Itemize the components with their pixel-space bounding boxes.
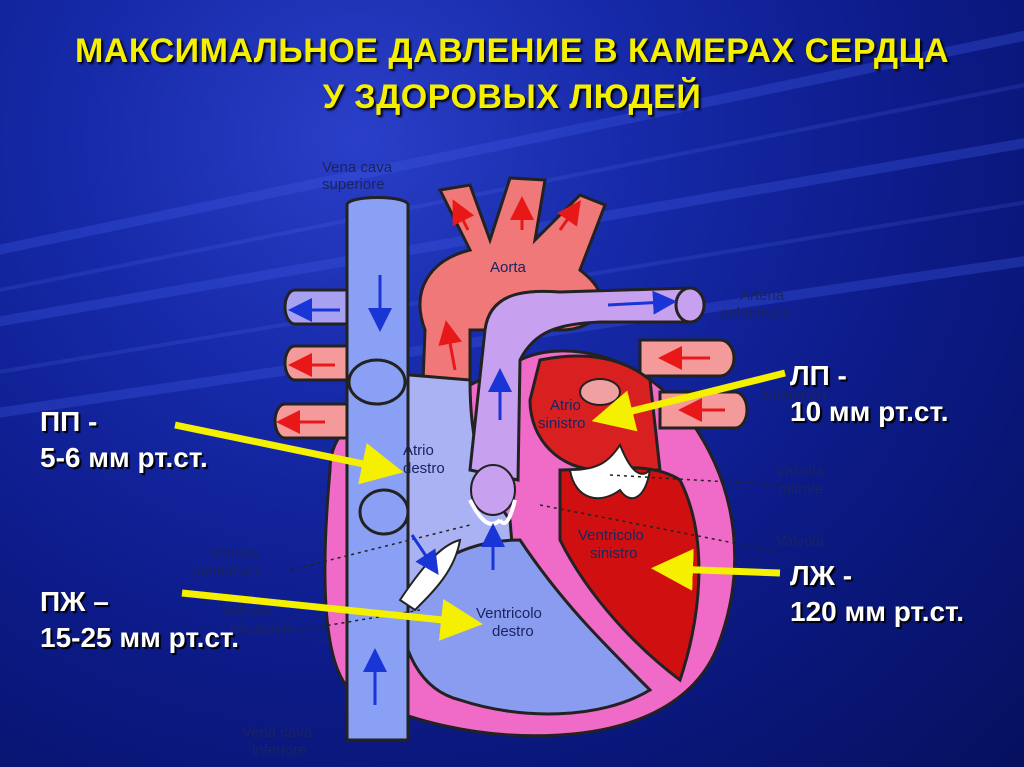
label-rp: ПП - 5-6 мм рт.ст. xyxy=(40,404,208,476)
label-lp: ЛП - 10 мм рт.ст. xyxy=(790,358,949,430)
svg-text:destro: destro xyxy=(403,460,445,477)
rp-name: ПП - xyxy=(40,406,98,437)
lp-name: ЛП - xyxy=(790,360,847,391)
svg-text:superiore: superiore xyxy=(322,176,385,193)
label-vena-cava-inf: Vena cava xyxy=(242,724,313,741)
rv-value: 15-25 мм рт.ст. xyxy=(40,622,239,653)
lp-value: 10 мм рт.ст. xyxy=(790,396,949,427)
label-vena-cava-sup: Vena cava xyxy=(322,159,393,176)
anatomy-labels: Vena cava superiore Aorta Arteria polmon… xyxy=(192,159,826,759)
svg-text:sinistro: sinistro xyxy=(538,415,586,432)
rp-value: 5-6 мм рт.ст. xyxy=(40,442,208,473)
label-vene-polmonari: polmonari xyxy=(760,387,826,404)
page-title: МАКСИМАЛЬНОЕ ДАВЛЕНИЕ В КАМЕРАХ СЕРДЦА У… xyxy=(0,28,1024,120)
label-valvola-mitrale: Valvola xyxy=(776,463,825,480)
svg-text:polmonare: polmonare xyxy=(192,563,263,580)
pointer-lv xyxy=(651,548,781,591)
lv-value: 120 мм рт.ст. xyxy=(790,596,965,627)
label-ventricolo-sinistro: Ventricolo xyxy=(578,527,644,544)
label-valvola-aortica: Valvola xyxy=(776,533,825,550)
mitral-valve xyxy=(568,442,652,500)
label-lv: ЛЖ - 120 мм рт.ст. xyxy=(790,558,964,630)
lv-name: ЛЖ - xyxy=(790,560,853,591)
leader-lines xyxy=(289,474,781,631)
title-line-2: У ЗДОРОВЫХ ЛЮДЕЙ xyxy=(322,78,702,116)
label-aorta: Aorta xyxy=(490,259,527,276)
label-atrio-sinistro: Atrio xyxy=(550,397,581,414)
label-valvola-polmonare: Valvola xyxy=(210,545,259,562)
label-atrio-destro: Atrio xyxy=(403,442,434,459)
svg-text:tricuspide: tricuspide xyxy=(230,620,294,637)
label-ventricolo-destro: Ventricolo xyxy=(476,605,542,622)
svg-text:inferiore: inferiore xyxy=(252,742,306,759)
pointer-rp xyxy=(174,421,404,485)
left-ventricle xyxy=(558,466,701,683)
blood-flow-arrows xyxy=(276,196,725,705)
svg-text:destro: destro xyxy=(492,623,534,640)
title-line-1: МАКСИМАЛЬНОЕ ДАВЛЕНИЕ В КАМЕРАХ СЕРДЦА xyxy=(74,32,950,70)
svg-text:mitrale: mitrale xyxy=(778,481,823,498)
label-arteria: Arteria xyxy=(740,287,785,304)
rv-name: ПЖ – xyxy=(40,586,109,617)
label-valvola-tricuspide: Valvola xyxy=(222,602,271,619)
label-rv: ПЖ – 15-25 мм рт.ст. xyxy=(40,584,239,656)
pointer-arrows xyxy=(174,369,786,641)
pointer-lp xyxy=(591,369,786,432)
svg-text:polmonare: polmonare xyxy=(720,305,791,322)
pointer-rv xyxy=(181,589,483,641)
svg-text:sinistro: sinistro xyxy=(590,545,638,562)
